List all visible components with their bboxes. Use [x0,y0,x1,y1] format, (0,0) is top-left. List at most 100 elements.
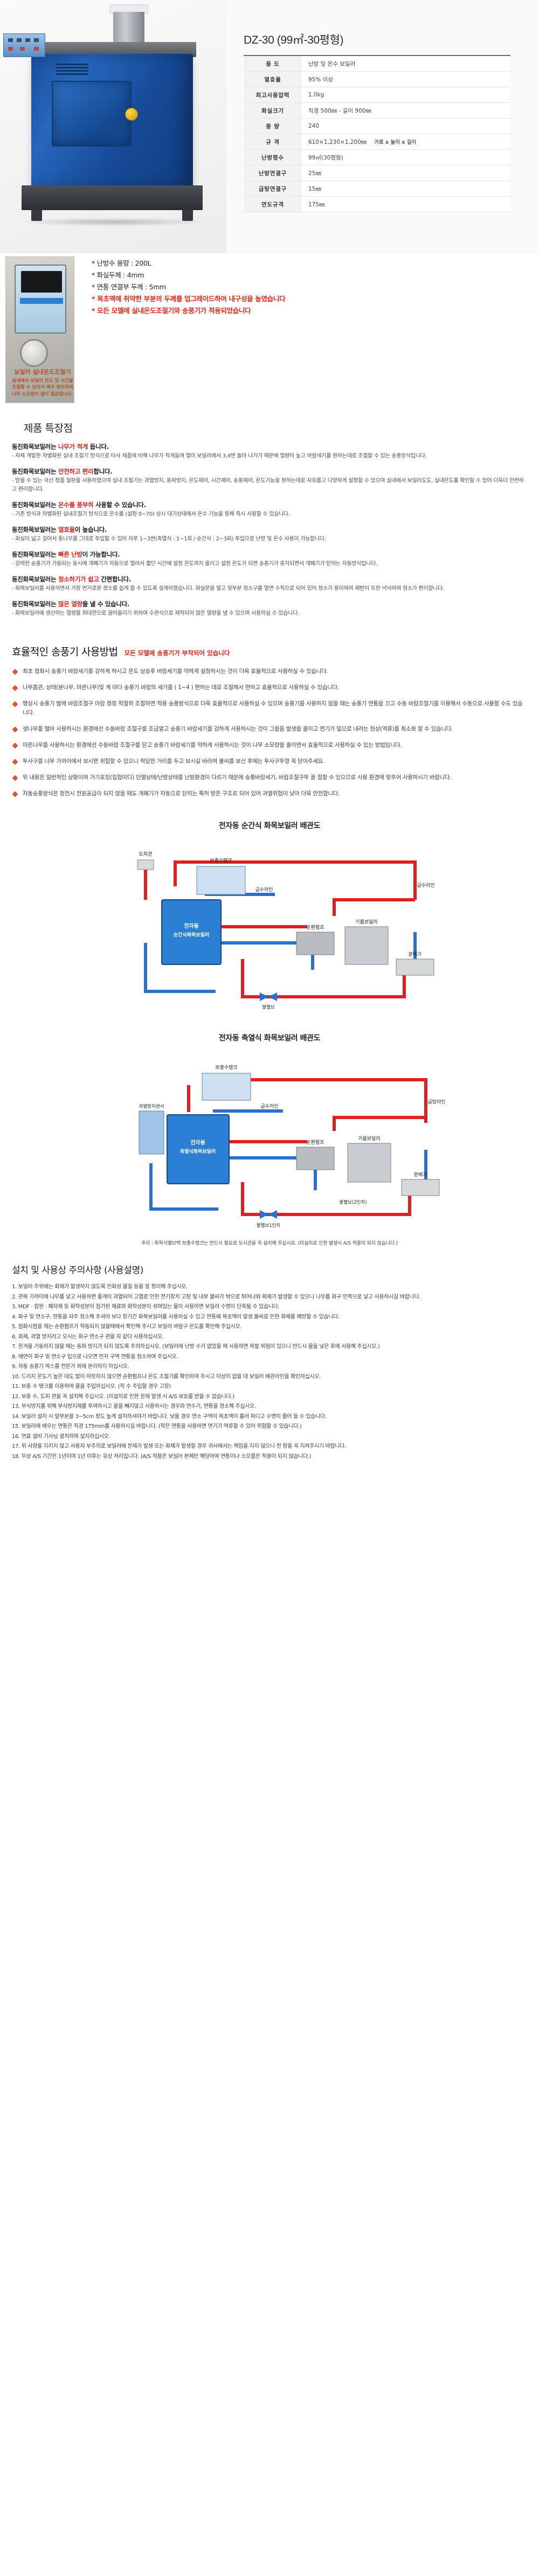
feature-item: 동진화목보일러는 열효율이 높습니다. - 화실이 넓고 길어서 통나무를 그대로… [12,525,527,544]
caution-item: 3. MDF · 합판 · 폐자재 등 화학성분이 첨가된 재료와 화학성분이 … [12,1304,280,1310]
efficiency-header: 효율적인 송풍기 사용방법 모든 모델에 송풍기가 부착되어 있습니다 [12,644,527,658]
diagram2-label-supply: 급탕라인 [427,1099,445,1105]
feature-heading-highlight: 나무가 적게 [58,443,88,450]
feature-body: - 화실이 넓고 길어서 통나무를 그대로 투입할 수 있어 하루 1~3번(축… [12,536,326,542]
wood-boiler-icon [161,899,222,965]
caution-item: 16. 연료 설비 기사님 설치하여 설치하십시오. [12,1433,110,1440]
diagram2-label-tank: 보충수탱크 [215,1065,237,1071]
spec-row-value: 240 [302,118,510,134]
feature-heading: 동진화목보일러는 열효율이 높습니다. [12,526,107,533]
spec-row-value: 175㎜ [302,196,510,212]
boiler-shadow [19,218,207,226]
boiler-vent-grille [56,64,88,77]
caution-item: 9. 자동 송풍기 박스를 전문가 외에 분리하지 마십시오. [12,1364,129,1370]
thermostat-lcd [21,271,62,293]
highlight-bullet: * 화실두께 : 4mm [92,271,144,279]
caution-item: 10. 드리지 온도기 높은 대도 발이 따뜻하지 않으면 순환펌프나 온도 조… [12,1373,321,1380]
spec-row-label: 규 격 [244,134,302,150]
caution-item: 1. 보일러 주위에는 화재가 발생하지 않도록 인화성 물질 등을 잘 정리해… [12,1284,188,1290]
feature-item: 동진화목보일러는 많은 열량을 낼 수 있습니다.- 화목보일러에 생산하는 열… [12,600,527,618]
diagram1-label-supply: 급수라인 [417,883,434,888]
diagram-2-note: 주의 : 화목식밸브택 보충수탱크는 반드시 필요로 도시관을 꼭 설치해 주십… [141,1241,398,1246]
hot-pipes [144,860,417,998]
spec-row-label: 연도규격 [244,196,302,212]
spec-row-label: 최고사용압력 [244,87,302,103]
thermostat-screen [15,265,66,334]
caution-item: 17. 위 사항을 지키지 않고 사용자 부주의로 보일러에 문제가 발생 또는… [12,1443,346,1449]
diagram2-label-boiler1: 전자동 [190,1139,205,1146]
diagram2-label-oilboiler: 기름보일러 [358,1136,380,1142]
feature-heading-highlight: 빠른 난방 [58,551,82,558]
feature-heading: 동진화목보일러는 나무가 적게 듭니다. [12,443,109,450]
highlight-bullet: * 연통 연결부 두께 : 5mm [92,283,167,291]
diagram1-label-feed: 급수라인 [255,887,273,893]
circulation-pump-icon [296,932,335,955]
diagram-1-title: 전자동 순간식 화목보일러 배관도 [218,822,321,830]
diagram2-label-pump: 순환펌프 [306,1139,324,1145]
spec-row-label: 급탕연결구 [244,180,302,197]
feature-item: 동진화목보일러는 나무가 적게 듭니다.- 자체 개발한 차별화된 실내 조절기… [12,442,527,461]
feature-item: 동진화목보일러는 온수를 풍부히 사용할 수 있습니다.- 기존 방식과 차별화… [12,501,527,519]
spec-row-label: 열효율 [244,71,302,87]
cold-pipes-2 [149,1109,427,1211]
spec-row-value: 25㎜ [302,165,510,181]
spec-row-label: 난방평수 [244,149,302,165]
feature-heading-highlight: 청소하기가 쉽고 [58,575,99,583]
ball-valve-icon-2 [260,1210,277,1219]
feature-heading-highlight: 많은 열량 [58,600,82,608]
efficiency-title: 효율적인 송풍기 사용방법 [12,646,118,658]
spec-row-value: 99㎡(30평형) [302,149,510,165]
cautions-list: 1. 보일러 주위에는 화재가 발생하지 않도록 인화성 물질 등을 잘 정리해… [12,1282,527,1461]
feature-heading: 동진화목보일러는 많은 열량을 낼 수 있습니다. [12,600,129,608]
feature-heading: 동진화목보일러는 빠른 난방이 가능합니다. [12,551,120,558]
diagram1-label-oilboiler: 기름보일러 [355,919,377,925]
efficiency-item: 자동송풍방식은 정전시 전원공급이 되지 않을 때도 개폐기가 자동으로 닫히는… [12,789,527,799]
highlight-bullet: * 목초액에 취약한 부분의 두께를 업그레이드하여 내구성을 높였습니다 [92,295,286,303]
boiler-control-panel [3,33,45,57]
oil-boiler-icon [344,926,389,965]
spec-row-value: 난방 및 온수 보일러 [302,55,510,72]
diagram1-label-boiler1: 전자동 [184,922,199,929]
diagram-2-title: 전자동 축열식 화목보일러 배관도 [218,1034,321,1043]
caution-item: 5. 점화시점을 제는 순환펌프가 작동되지 않을때에서 확인해 주시고 보일러… [12,1324,242,1330]
diagram2-label-valve: 볼밸브1인치 [257,1223,281,1228]
features-section: 제품 특장점 동진화목보일러는 나무가 적게 듭니다.- 자체 개발한 차별화된… [0,420,539,638]
hot-pipes-2 [187,1078,427,1216]
diagram2-label-distributor: 분배기 [414,1172,427,1178]
caution-item: 15. 보일러에 배우는 연통은 직경 175mm를 사용하시길 바랍니다. (… [12,1424,302,1429]
thermostat-caption: 보일러 실내온도조절기 실내에서 보일러 온도 및 시간을 조절할 수 있어서 … [10,368,75,398]
efficiency-item: 투사구를 너무 가까이에서 보시면 위험할 수 있으니 적당한 거리를 두고 보… [12,757,527,766]
makeup-water-tank-icon [196,866,246,895]
flue-stack-icon [113,12,144,45]
relief-pipe-icon [137,859,154,870]
boiler-product-photo [0,0,226,253]
thermostat-caption-title: 보일러 실내온도조절기 [14,369,71,376]
highlight-bullet-list: * 난방수 용량 : 200L* 화실두께 : 4mm* 연통 연결부 두께 :… [92,258,286,317]
caution-item: 13. 부식방지를 위해 부식방지제를 투여하시고 물을 빼지않고 사용하시는 … [12,1404,256,1409]
cautions-title: 설치 및 사용상 주의사항 (사용설명) [12,1265,143,1276]
boiler-door-knob-icon [125,108,138,121]
caution-item: 18. 무상 A/S 기간은 1년이며 1년 이후는 유상 처리입니다. (A/… [12,1453,312,1460]
spec-row-label: 난방연결구 [244,165,302,181]
diagram-2: 보충수탱크 과열방지센서 전자동 축열식화목보일러 순환펌프 기름보일러 분배기… [81,1047,458,1236]
spec-row-label: 화실크기 [244,102,302,119]
caution-item: 2. 관목 가까이에 나무를 넣고 사용하면 좋게이 과열되어 고열로 인한 전… [12,1294,420,1300]
thermostat-dial-icon [20,339,48,367]
diagram2-label-ballvalve2: 볼밸브(2인치) [339,1199,367,1205]
circulation-pump-icon-2 [296,1147,335,1170]
caution-item: 11. 보충 수 탱크를 이용하여 물을 주입하십시오. (직 수 주입할 경우… [12,1384,171,1390]
oil-boiler-icon-2 [347,1143,391,1183]
diagram-1: 도피관 보충수탱크 전자동 순간식화목보일러 순환펌프 기름보일러 분배기 급 [81,835,458,1013]
feature-item: 동진화목보일러는 안전하고 편리합니다.- 믿을 수 있는 국산 정품 철판을 … [12,467,527,494]
distributor-icon-2 [401,1179,440,1196]
piping-diagram-instant: 도피관 보충수탱크 전자동 순간식화목보일러 순환펌프 기름보일러 분배기 급 [137,851,435,1010]
diagram1-label-valve: 볼밸브 [262,1004,275,1010]
